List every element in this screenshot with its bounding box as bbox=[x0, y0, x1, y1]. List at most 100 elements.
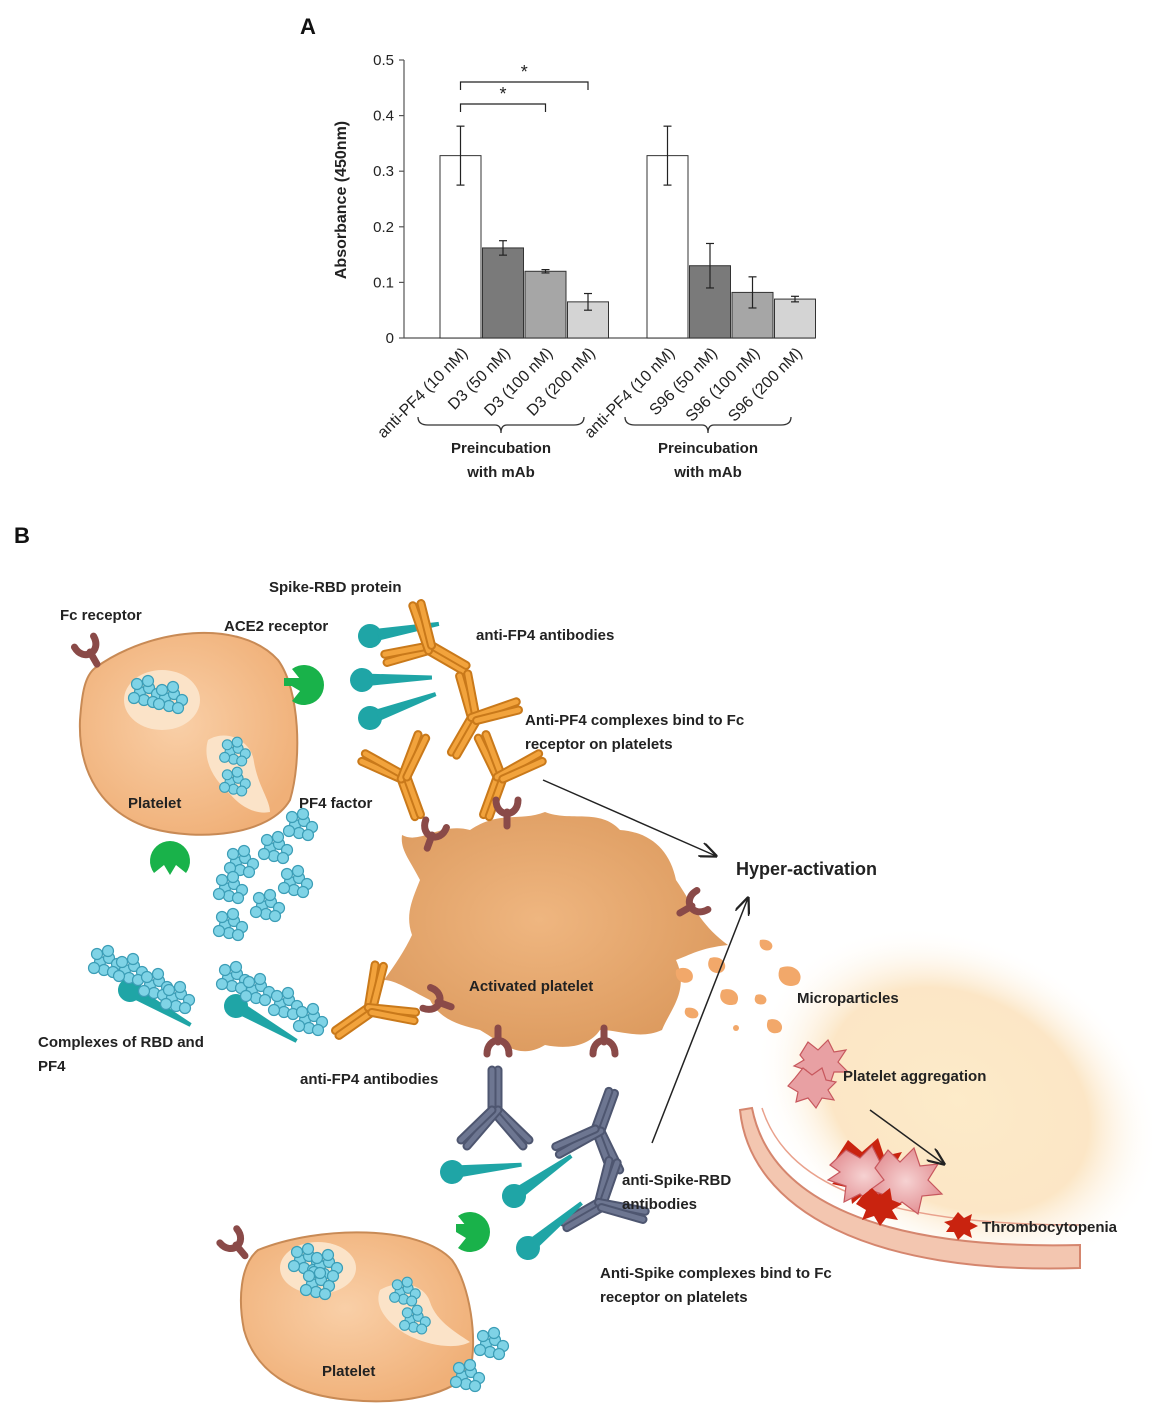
group-brace bbox=[417, 416, 585, 434]
pf4-bottom-free-2 bbox=[449, 1358, 486, 1393]
label-hyper-activation: Hyper-activation bbox=[736, 859, 877, 879]
ace2-stalk bbox=[284, 678, 300, 686]
group-caption: with mAb bbox=[466, 464, 535, 481]
label-anti-spike-complex-2: receptor on platelets bbox=[600, 1289, 748, 1306]
significance-bracket bbox=[459, 81, 589, 90]
ace2-stalk-bottom bbox=[456, 1224, 470, 1232]
microparticles bbox=[675, 939, 801, 1034]
aggregation-clots bbox=[787, 1038, 978, 1240]
label-microparticles: Microparticles bbox=[797, 990, 899, 1007]
significance-star: * bbox=[499, 84, 506, 104]
x-tick-label: S96 (100 nM) bbox=[683, 345, 764, 426]
fc-receptor-activated-1 bbox=[421, 816, 450, 852]
bar bbox=[439, 155, 482, 339]
arrow-to-hyperactivation bbox=[542, 779, 716, 856]
label-ace2: ACE2 receptor bbox=[224, 618, 328, 635]
arrows bbox=[542, 779, 944, 1164]
fc-receptor-activated-6 bbox=[589, 1024, 619, 1058]
label-anti-pf4-complex-2: receptor on platelets bbox=[525, 736, 673, 753]
label-complexes-1: Complexes of RBD and bbox=[38, 1034, 204, 1051]
anti-spike-antibody-3 bbox=[559, 1156, 650, 1233]
pf4-in-platelet-2 bbox=[152, 680, 189, 715]
panel-a-label: A bbox=[300, 14, 316, 39]
fc-receptor-activated-3 bbox=[676, 886, 712, 917]
anti-fp4-antibody-5 bbox=[331, 960, 421, 1040]
bar bbox=[482, 247, 524, 339]
label-activated-platelet: Activated platelet bbox=[469, 978, 593, 995]
spike-rbd-3 bbox=[358, 692, 437, 730]
fc-receptor-top-platelet bbox=[70, 632, 101, 668]
anti-fp4-antibody-2 bbox=[446, 669, 523, 760]
complex-pf4-1 bbox=[87, 944, 124, 979]
bar bbox=[646, 155, 689, 339]
complex-pf4-5 bbox=[215, 960, 252, 995]
label-anti-spike-complex-1: Anti-Spike complexes bind to Fc bbox=[600, 1265, 832, 1282]
label-anti-fp4-top: anti-FP4 antibodies bbox=[476, 627, 614, 644]
label-anti-fp4-bottom: anti-FP4 antibodies bbox=[300, 1071, 438, 1088]
x-tick-label: S96 (200 nM) bbox=[725, 345, 806, 426]
ace2-receptor-top-right bbox=[290, 665, 324, 705]
fc-receptor-activated-4 bbox=[419, 984, 455, 1013]
arrow-aggregation-to-thrombo bbox=[869, 1109, 944, 1164]
label-anti-pf4-complex-1: Anti-PF4 complexes bind to Fc bbox=[525, 712, 744, 729]
bar bbox=[524, 270, 567, 339]
activated-platelet bbox=[384, 812, 728, 1052]
spike-rbd-5 bbox=[502, 1154, 573, 1208]
label-anti-spike-2: antibodies bbox=[622, 1196, 697, 1213]
pf4-bottom-free-1 bbox=[473, 1326, 510, 1361]
label-thrombocytopenia: Thrombocytopenia bbox=[982, 1219, 1118, 1236]
pf4-bottom-5 bbox=[399, 1304, 431, 1335]
complex-pf4-8 bbox=[292, 1002, 329, 1037]
y-axis-title: Absorbance (450nm) bbox=[333, 121, 350, 279]
arrow-spike-to-hyperactivation bbox=[651, 898, 748, 1144]
ace2-receptor-bottom bbox=[456, 1212, 490, 1252]
anti-spike-antibody-1 bbox=[456, 1065, 534, 1151]
label-platelet-aggregation: Platelet aggregation bbox=[843, 1068, 986, 1085]
group-caption: with mAb bbox=[673, 464, 742, 481]
pf4-bottom-3 bbox=[299, 1266, 336, 1301]
spike-rbd-4 bbox=[440, 1160, 522, 1184]
label-pf4-factor: PF4 factor bbox=[299, 795, 373, 812]
y-tick-label: 0.3 bbox=[373, 163, 394, 180]
fc-receptor-activated-2 bbox=[492, 796, 522, 830]
pf4-free-5 bbox=[249, 888, 286, 923]
panel-b-label: B bbox=[14, 523, 30, 548]
y-tick-label: 0.5 bbox=[373, 52, 394, 69]
pf4-bottom-4 bbox=[389, 1276, 421, 1307]
group-caption: Preincubation bbox=[451, 440, 551, 457]
y-tick-label: 0.4 bbox=[373, 108, 394, 125]
pf4-free-1 bbox=[257, 830, 294, 865]
group-caption: Preincubation bbox=[658, 440, 758, 457]
y-tick-label: 0.1 bbox=[373, 274, 394, 291]
anti-fp4-antibody-3 bbox=[357, 730, 431, 822]
group-brace bbox=[624, 416, 792, 434]
label-fc-receptor: Fc receptor bbox=[60, 607, 142, 624]
label-platelet-bottom: Platelet bbox=[322, 1363, 375, 1380]
complex-pf4-6 bbox=[239, 972, 276, 1007]
significance-bracket bbox=[459, 103, 547, 112]
ace2-receptor-top-bottom bbox=[150, 841, 190, 875]
y-tick-label: 0 bbox=[386, 330, 394, 347]
anti-fp4-antibody-1 bbox=[380, 599, 471, 676]
pf4-free-0 bbox=[282, 807, 319, 842]
pf4-in-platelet-4 bbox=[219, 766, 251, 797]
diagram-shapes bbox=[70, 599, 712, 1393]
pf4-free-4 bbox=[212, 870, 249, 905]
y-tick-label: 0.2 bbox=[373, 219, 394, 236]
complex-pf4-4 bbox=[159, 980, 196, 1015]
complex-pf4-7 bbox=[267, 986, 304, 1021]
label-anti-spike-1: anti-Spike-RBD bbox=[622, 1172, 731, 1189]
bar bbox=[774, 298, 816, 339]
pf4-in-platelet-3 bbox=[219, 736, 251, 767]
pf4-free-2 bbox=[223, 844, 260, 879]
pf4-free-3 bbox=[277, 864, 314, 899]
platelet-top bbox=[78, 631, 299, 836]
pf4-free-6 bbox=[212, 907, 249, 942]
label-complexes-2: PF4 bbox=[38, 1058, 66, 1075]
fc-receptor-bottom-platelet bbox=[216, 1225, 249, 1260]
spike-rbd-6 bbox=[516, 1201, 583, 1260]
fc-receptor-activated-5 bbox=[483, 1024, 513, 1058]
